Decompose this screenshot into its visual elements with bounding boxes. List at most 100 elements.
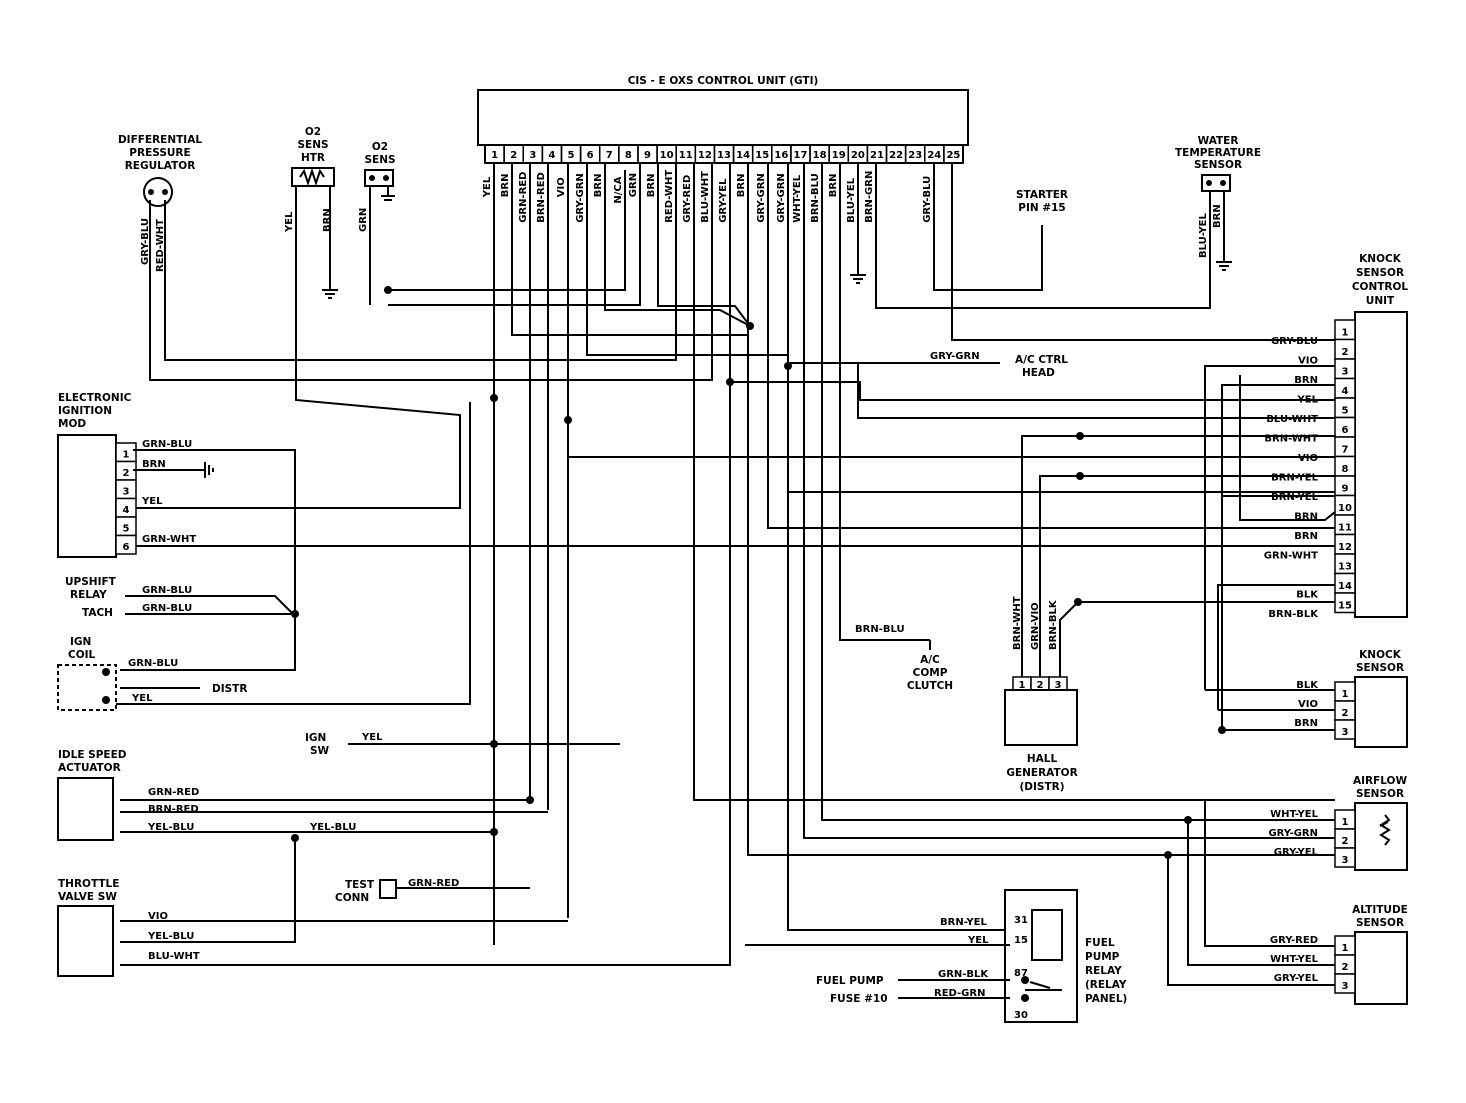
kscu-wire-label: BRN — [1294, 375, 1318, 386]
o2-sensor-heater: O2 SENS HTR YEL BRN — [135, 126, 461, 509]
ecu-pin-cell — [943, 144, 964, 164]
kscu-pin-6: 6 — [1342, 425, 1349, 436]
ecu-wire-label: BRN — [828, 173, 839, 197]
ecu-pin-25: 25 — [946, 150, 960, 161]
kscu-wire-label: VIO — [1298, 356, 1318, 367]
o2htr-wire-1: YEL — [284, 211, 295, 233]
potentiometer-icon — [1379, 814, 1391, 846]
water-temp-sensor: WATER TEMPERATURE SENSOR BLU-YEL BRN — [1175, 135, 1261, 275]
altitude-wire-label: GRY-YEL — [1274, 973, 1319, 984]
ecu-pin-21: 21 — [870, 150, 884, 161]
wire-ecu-9 — [657, 163, 751, 327]
altitude-pin-cell — [1334, 973, 1356, 994]
upshift-wire: GRN-BLU — [142, 585, 192, 596]
ecu-title: CIS - E OXS CONTROL UNIT (GTI) — [628, 75, 819, 87]
ecu-pin-20: 20 — [851, 150, 865, 161]
fuel-pump-relay: BRN-YEL YEL GRN-BLK RED-GRN 31 15 87 30 … — [745, 889, 1127, 1023]
eim-label-1: ELECTRONIC — [58, 392, 132, 404]
upshift-label-1: UPSHIFT — [65, 576, 117, 588]
testconn-wire: GRN-RED — [408, 878, 459, 889]
kscu-wire-label: BLK — [1296, 590, 1319, 601]
ecu-pin-14: 14 — [736, 150, 750, 161]
ignsw-wire: YEL — [361, 732, 383, 743]
airflow-sensor: AIRFLOW SENSOR 123 — [1334, 775, 1408, 871]
airflow-pin-3: 3 — [1342, 855, 1349, 866]
hall-pin-1: 1 — [1019, 680, 1026, 691]
wire-ecu-2 — [511, 163, 748, 336]
ecu-pin-18: 18 — [813, 150, 827, 161]
o2sens-wire: GRN — [358, 208, 369, 232]
airflow-wire-label: GRY-YEL — [1274, 847, 1319, 858]
altitude-wire-label: WHT-YEL — [1270, 954, 1319, 965]
ecu-pin-13: 13 — [717, 150, 731, 161]
ecu-wire-label: GRY-BLU — [922, 176, 933, 223]
ecu-pin-4: 4 — [548, 150, 555, 161]
ground-icon — [381, 195, 395, 201]
ecu-wire-label: VIO — [556, 177, 567, 197]
diff-pressure-regulator: DIFFERENTIAL PRESSURE REGULATOR GRY-BLU … — [118, 134, 202, 272]
ecu-box — [477, 89, 969, 146]
wire-ecu-21 — [875, 163, 1211, 309]
ecu-pin-16: 16 — [774, 150, 788, 161]
kscu-label-1: KNOCK — [1359, 253, 1402, 265]
hall-pin-3: 3 — [1055, 680, 1062, 691]
kscu-pin-5: 5 — [1342, 406, 1349, 417]
o2htr-label-1: O2 — [305, 126, 321, 138]
dpr-wire-1: GRY-BLU — [140, 218, 151, 265]
acctrl-wire: GRY-GRN — [930, 351, 980, 362]
ecu-pin-15: 15 — [755, 150, 769, 161]
wire-kscu-9 — [1039, 475, 1335, 655]
ignsw-label-2: SW — [310, 745, 330, 757]
kscu-pin-13: 13 — [1338, 562, 1352, 573]
eim-pin-2: 2 — [123, 468, 130, 479]
ecu-wire-label: BRN — [646, 173, 657, 197]
wts-label-1: WATER — [1198, 135, 1239, 147]
kscu-pin-3: 3 — [1342, 367, 1349, 378]
fpr-label-5: PANEL) — [1085, 993, 1127, 1005]
altitude-label-2: SENSOR — [1356, 917, 1404, 929]
kscu-pin-10: 10 — [1338, 503, 1352, 514]
accomp-wire: BRN-BLU — [855, 624, 905, 635]
ecu-wire-label: WHT-YEL — [792, 174, 803, 223]
test-connector: TEST CONN GRN-RED — [335, 878, 530, 904]
coil-box — [57, 664, 117, 711]
eim-label-3: MOD — [58, 418, 86, 430]
kscu-wire-label: BRN-WHT — [1264, 434, 1318, 445]
isa-wire-3: YEL-BLU — [147, 822, 194, 833]
eim-box — [57, 434, 117, 558]
ecu-wire-label: BLU-YEL — [846, 177, 857, 223]
tvs-box — [57, 905, 114, 977]
ecu-pin-9: 9 — [644, 150, 651, 161]
wire-kscu-6 — [857, 363, 1335, 419]
ecu-wire-label: GRY-GRN — [756, 173, 767, 223]
knock-pin-1: 1 — [1342, 689, 1349, 700]
isa-wire-4: YEL-BLU — [309, 822, 356, 833]
accomp-label-2: COMP — [913, 667, 948, 679]
ecu-pin-6: 6 — [587, 150, 594, 161]
ecu-pin-1: 1 — [491, 150, 498, 161]
o2sens-label-1: O2 — [372, 141, 388, 153]
kscu-wire-label: BRN — [1294, 531, 1318, 542]
ignsw-label-1: IGN — [305, 732, 326, 744]
fpr-pin-31: 31 — [1014, 915, 1028, 926]
kscu-pin-7: 7 — [1342, 445, 1349, 456]
upshift-relay-tach: UPSHIFT RELAY TACH GRN-BLU GRN-BLU — [65, 576, 296, 619]
wire-ecu-25 — [951, 163, 1335, 341]
ignition-switch: IGN SW YEL — [305, 732, 620, 757]
ecu-pin-23: 23 — [908, 150, 922, 161]
dpr-label-1: DIFFERENTIAL — [118, 134, 202, 146]
wire-kscu-14 — [1217, 584, 1335, 710]
isa-label-2: ACTUATOR — [58, 762, 121, 774]
ecu-wire-label: BRN-GRN — [864, 171, 875, 223]
wts-label-3: SENSOR — [1194, 159, 1242, 171]
kscu-wire-label: VIO — [1298, 453, 1318, 464]
isa-wire-2: BRN-RED — [148, 804, 199, 815]
knock-sensor: KNOCK SENSOR 123 — [1205, 649, 1408, 748]
wire-ecu-6 — [586, 163, 788, 356]
knock-sensor-control-unit: KNOCK SENSOR CONTROL UNIT 12345678910111… — [1334, 253, 1408, 618]
ecu-pin-12: 12 — [698, 150, 712, 161]
tach-wire: GRN-BLU — [142, 603, 192, 614]
fpr-label-4: (RELAY — [1085, 979, 1127, 991]
